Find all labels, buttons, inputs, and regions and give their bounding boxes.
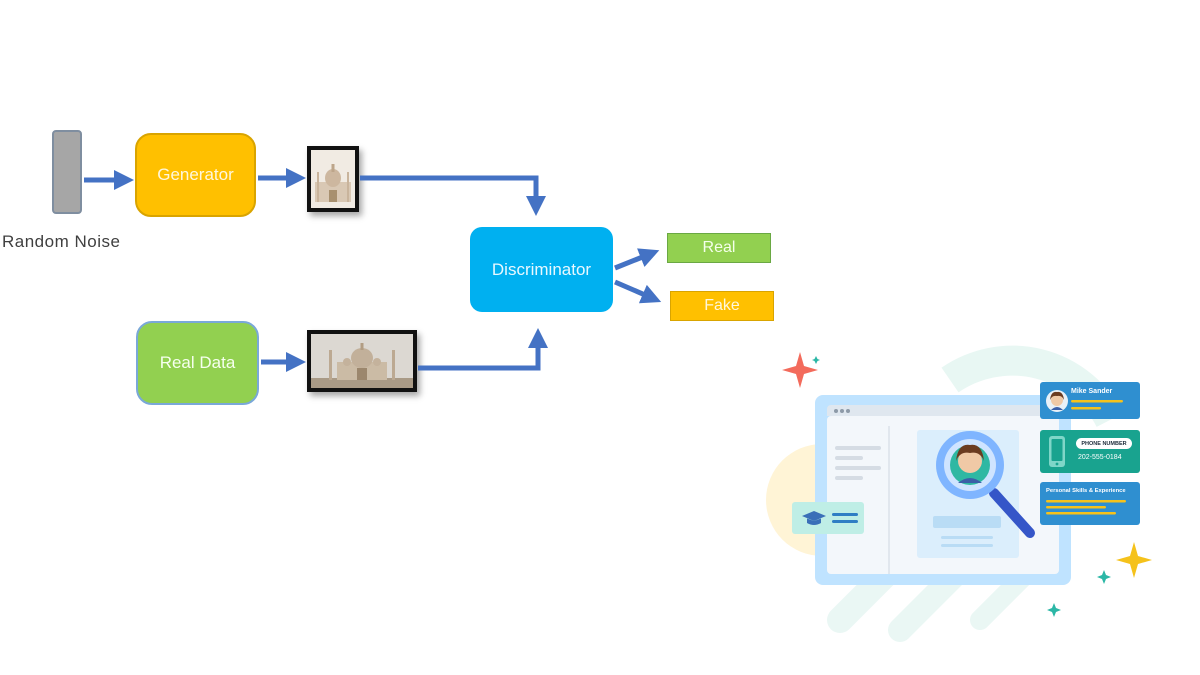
profile-lines bbox=[1071, 400, 1123, 410]
generator-node: Generator bbox=[135, 133, 256, 217]
output-real-node: Real bbox=[667, 233, 771, 263]
browser-title-bar bbox=[827, 405, 1059, 416]
output-real-label: Real bbox=[702, 239, 736, 256]
window-dot bbox=[846, 409, 850, 413]
discriminator-label: Discriminator bbox=[491, 259, 592, 279]
magnifier-icon bbox=[936, 431, 1035, 538]
monument-image bbox=[311, 334, 413, 388]
sparkle-icon bbox=[812, 356, 820, 364]
phone-icon bbox=[1049, 436, 1065, 467]
education-card bbox=[792, 502, 864, 534]
random-noise-label: Random Noise bbox=[2, 232, 121, 251]
skills-label: Personal Skills & Experience bbox=[1046, 488, 1126, 494]
avatar bbox=[1046, 390, 1068, 412]
sparkle-icon bbox=[1047, 603, 1061, 617]
generator-label: Generator bbox=[157, 165, 234, 184]
phone-label: PHONE NUMBER bbox=[1076, 438, 1132, 449]
sparkle-icon bbox=[782, 352, 818, 388]
output-fake-label: Fake bbox=[704, 297, 740, 314]
skills-card bbox=[1040, 482, 1140, 525]
phone-number: 202-555-0184 bbox=[1078, 454, 1122, 461]
real-data-node: Real Data bbox=[136, 321, 259, 405]
discriminator-node: Discriminator bbox=[470, 227, 613, 312]
sparkle-icon bbox=[1116, 542, 1152, 578]
window-dot bbox=[840, 409, 844, 413]
arrow-real-image-to-discriminator bbox=[418, 328, 548, 371]
monument-image bbox=[311, 150, 355, 208]
sparkle-icon bbox=[1097, 570, 1111, 584]
skills-lines bbox=[1046, 500, 1126, 515]
real-data-label: Real Data bbox=[159, 353, 236, 372]
window-dot bbox=[834, 409, 838, 413]
profile-name: Mike Sander bbox=[1071, 388, 1113, 395]
graduation-cap-icon bbox=[802, 511, 826, 525]
output-fake-node: Fake bbox=[670, 291, 774, 321]
arrow-fake-image-to-discriminator bbox=[360, 175, 546, 216]
arrow-discriminator-to-real bbox=[614, 248, 660, 271]
real-image-thumbnail bbox=[307, 330, 417, 392]
arrow-discriminator-to-fake bbox=[614, 279, 662, 304]
generated-image-thumbnail bbox=[307, 146, 359, 212]
random-noise-block bbox=[52, 130, 82, 214]
